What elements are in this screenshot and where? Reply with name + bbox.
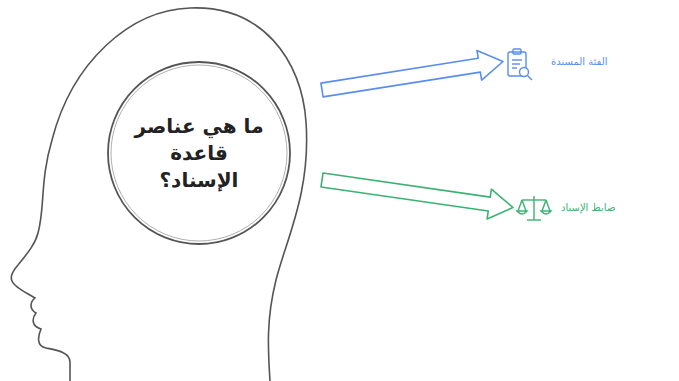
head-silhouette [11,8,306,381]
question-text: ما هي عناصر قاعدة الإسناد؟ [129,113,269,194]
element-label: ضابط الإسناد [515,196,619,219]
scale-icon [517,196,551,220]
element-label-text: ضابط الإسناد [561,202,615,213]
block-arrow [321,173,513,219]
block-arrow [321,50,503,96]
question-circle: ما هي عناصر قاعدة الإسناد؟ [106,60,292,246]
element-label: الفئة المسندة [505,50,611,73]
element-label-text: الفئة المسندة [551,56,607,67]
clipboard-icon [508,49,532,80]
